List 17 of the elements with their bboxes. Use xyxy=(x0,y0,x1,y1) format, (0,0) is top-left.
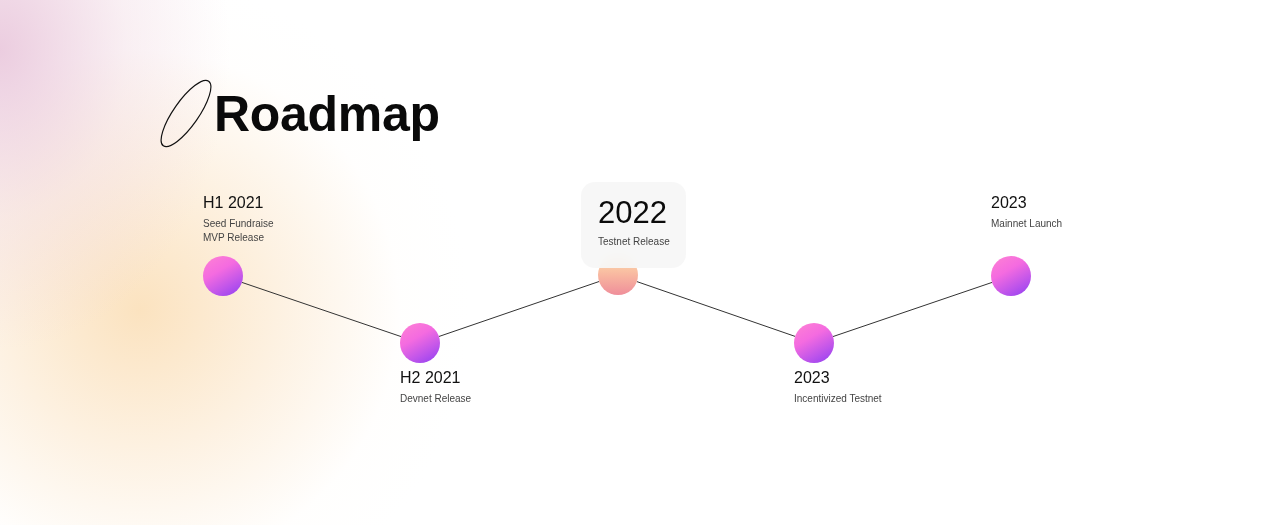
milestone-description: Mainnet Launch xyxy=(991,217,1063,231)
milestone-date: 2023 xyxy=(794,369,830,387)
connector-line xyxy=(438,281,600,337)
milestone-description: Seed Fundraise xyxy=(203,217,274,231)
milestone-date: H1 2021 xyxy=(203,194,264,212)
connector-line xyxy=(832,281,993,338)
title: Roadmap xyxy=(214,89,440,139)
connector-line xyxy=(241,281,402,338)
milestone-description: Devnet Release xyxy=(400,392,472,406)
milestone-year: 2022 xyxy=(598,196,667,230)
milestone-date: 2023 xyxy=(991,194,1027,212)
milestone-description: MVP Release xyxy=(203,231,264,245)
milestone-description: Testnet Release xyxy=(598,235,670,249)
milestone-date: H2 2021 xyxy=(400,369,461,387)
connector-line xyxy=(636,281,796,337)
milestone-card xyxy=(581,182,686,268)
milestone-description: Incentivized Testnet xyxy=(794,392,882,406)
